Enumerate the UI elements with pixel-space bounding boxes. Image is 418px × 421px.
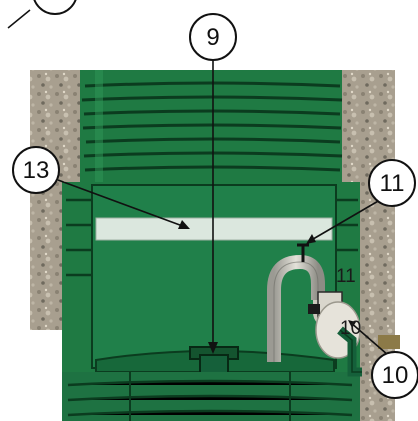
callout-11: 11 xyxy=(368,159,416,207)
water-level-band xyxy=(95,217,333,241)
callout-10: 10 xyxy=(371,351,418,399)
background-left xyxy=(0,70,30,421)
callout-13-label: 13 xyxy=(23,157,50,184)
callout-11-label: 11 xyxy=(380,170,405,197)
callout-10-label: 10 xyxy=(382,362,409,389)
leader-lines xyxy=(57,60,389,356)
callout-13: 13 xyxy=(12,146,60,194)
tank-riser xyxy=(80,70,343,185)
callout-9: 9 xyxy=(189,13,237,61)
tank-floor xyxy=(62,346,360,421)
outlet-fitting xyxy=(378,335,400,349)
callout-top-partial xyxy=(7,0,77,29)
inline-label-h: H xyxy=(384,335,394,351)
pump-pipe-assembly xyxy=(267,243,362,377)
leader-arrowheads xyxy=(178,220,356,354)
callout-9-label: 9 xyxy=(206,24,219,51)
inline-label-11: 11 xyxy=(336,266,356,287)
background-right xyxy=(395,70,418,421)
inline-label-10: 10 xyxy=(340,318,361,339)
